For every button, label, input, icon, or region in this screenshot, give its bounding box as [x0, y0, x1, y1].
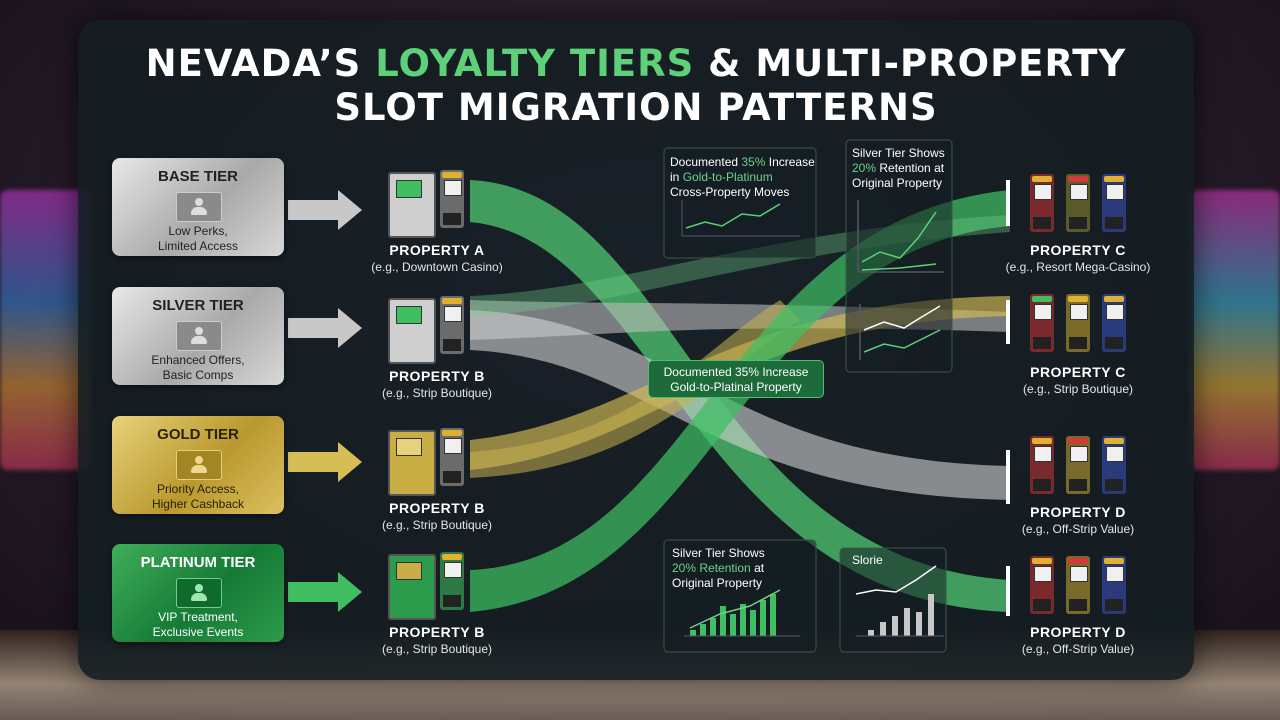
arrow-platinum — [288, 572, 362, 612]
target-dividers — [1006, 180, 1010, 616]
source-property-b2: PROPERTY B(e.g., Strip Boutique) — [381, 500, 493, 532]
insight-top-left: Documented 35% Increase in Gold-to-Plati… — [670, 155, 815, 199]
title-highlight: LOYALTY TIERS — [375, 42, 695, 85]
kiosk-icon — [388, 554, 436, 620]
slot-machine-icon — [440, 296, 464, 354]
slot-machine-icon — [1102, 294, 1126, 352]
slot-machine-icon — [440, 428, 464, 486]
tier-desc-2: Basic Comps — [162, 368, 234, 382]
mini-line-chart-1 — [685, 203, 781, 229]
tier-desc-1: Low Perks, — [168, 224, 228, 238]
slot-machine-icon — [440, 170, 464, 228]
ribbon-plat-to-c1 — [470, 190, 1010, 612]
arrow-gold — [288, 442, 362, 482]
slot-machine-icon — [1030, 174, 1054, 232]
kiosk-icon — [388, 430, 436, 496]
slot-machine-icon — [1030, 436, 1054, 494]
insight-top-right: Silver Tier Shows 20% Retention at Origi… — [852, 146, 945, 190]
ribbon-a-to-d — [470, 180, 1010, 612]
target-property-c2: PROPERTY C(e.g., Strip Boutique) — [1022, 364, 1134, 396]
page-title-line-2: SLOT MIGRATION PATTERNS — [334, 86, 938, 129]
tier-name: BASE TIER — [157, 168, 238, 185]
mini-bar-chart-2 — [868, 594, 934, 636]
insight-callout: Documented 35% Increase Gold-to-Platinal… — [648, 360, 824, 398]
mini-line-chart-3 — [859, 304, 941, 360]
mini-line-chart-1-axis — [681, 200, 800, 237]
tier-desc-1: Priority Access, — [156, 482, 240, 496]
slot-machine-icon — [1030, 294, 1054, 352]
mini-bar-chart-1 — [690, 594, 776, 636]
user-icon — [176, 578, 222, 608]
mini-bar-chart-2-trend — [855, 565, 937, 595]
insight-bottom-right: Slorie — [852, 553, 883, 567]
tier-name: PLATINUM TIER — [140, 554, 256, 571]
slot-machine-icon — [1066, 436, 1090, 494]
slot-machine-icon — [1066, 174, 1090, 232]
user-icon — [176, 321, 222, 351]
slot-machine-icon — [1066, 294, 1090, 352]
tier-card-silver: SILVER TIER Enhanced Offers, Basic Comps — [112, 287, 284, 385]
tier-arrows — [288, 190, 362, 612]
tier-desc-2: Higher Cashback — [151, 497, 245, 511]
source-property-b1: PROPERTY B(e.g., Strip Boutique) — [381, 368, 493, 400]
tier-name: GOLD TIER — [157, 426, 239, 443]
background-slot-lights-left — [0, 190, 90, 470]
kiosk-icon — [388, 298, 436, 364]
tier-card-platinum: PLATINUM TIER VIP Treatment, Exclusive E… — [112, 544, 284, 642]
tier-card-gold: GOLD TIER Priority Access, Higher Cashba… — [112, 416, 284, 514]
target-property-c1: PROPERTY C(e.g., Resort Mega-Casino) — [1005, 242, 1151, 274]
tier-desc-1: VIP Treatment, — [158, 610, 238, 624]
mini-line-chart-2 — [857, 200, 944, 273]
tier-desc-2: Exclusive Events — [152, 625, 244, 639]
tier-card-base: BASE TIER Low Perks, Limited Access — [112, 158, 284, 256]
slot-machine-icon — [440, 552, 464, 610]
source-property-b3: PROPERTY B(e.g., Strip Boutique) — [381, 624, 493, 656]
arrow-base — [288, 190, 362, 230]
page-title-line-1: NEVADA’S LOYALTY TIERS & MULTI-PROPERTY — [145, 42, 1127, 85]
background-slot-lights-right — [1190, 190, 1280, 470]
tier-name: SILVER TIER — [152, 297, 244, 314]
tier-desc-2: Limited Access — [157, 239, 239, 253]
arrow-silver — [288, 308, 362, 348]
ribbon-gold-to-c1 — [470, 300, 800, 478]
user-icon — [176, 192, 222, 222]
user-icon — [176, 450, 222, 480]
slot-machine-icon — [1030, 556, 1054, 614]
kiosk-icon — [388, 172, 436, 238]
source-property-a: PROPERTY A(e.g., Downtown Casino) — [371, 242, 503, 274]
slot-machine-icon — [1102, 436, 1126, 494]
slot-machine-icon — [1102, 174, 1126, 232]
mini-bar-chart-1-trend — [689, 589, 781, 629]
slot-machine-icon — [1102, 556, 1126, 614]
target-property-d2: PROPERTY D(e.g., Off-Strip Value) — [1021, 624, 1135, 656]
target-property-d1: PROPERTY D(e.g., Off-Strip Value) — [1021, 504, 1135, 536]
slot-machine-icon — [1066, 556, 1090, 614]
tier-desc-1: Enhanced Offers, — [151, 353, 245, 367]
insight-bottom-left: Silver Tier Shows 20% Retention at Origi… — [672, 546, 765, 590]
insight-box-top-left — [663, 147, 817, 259]
